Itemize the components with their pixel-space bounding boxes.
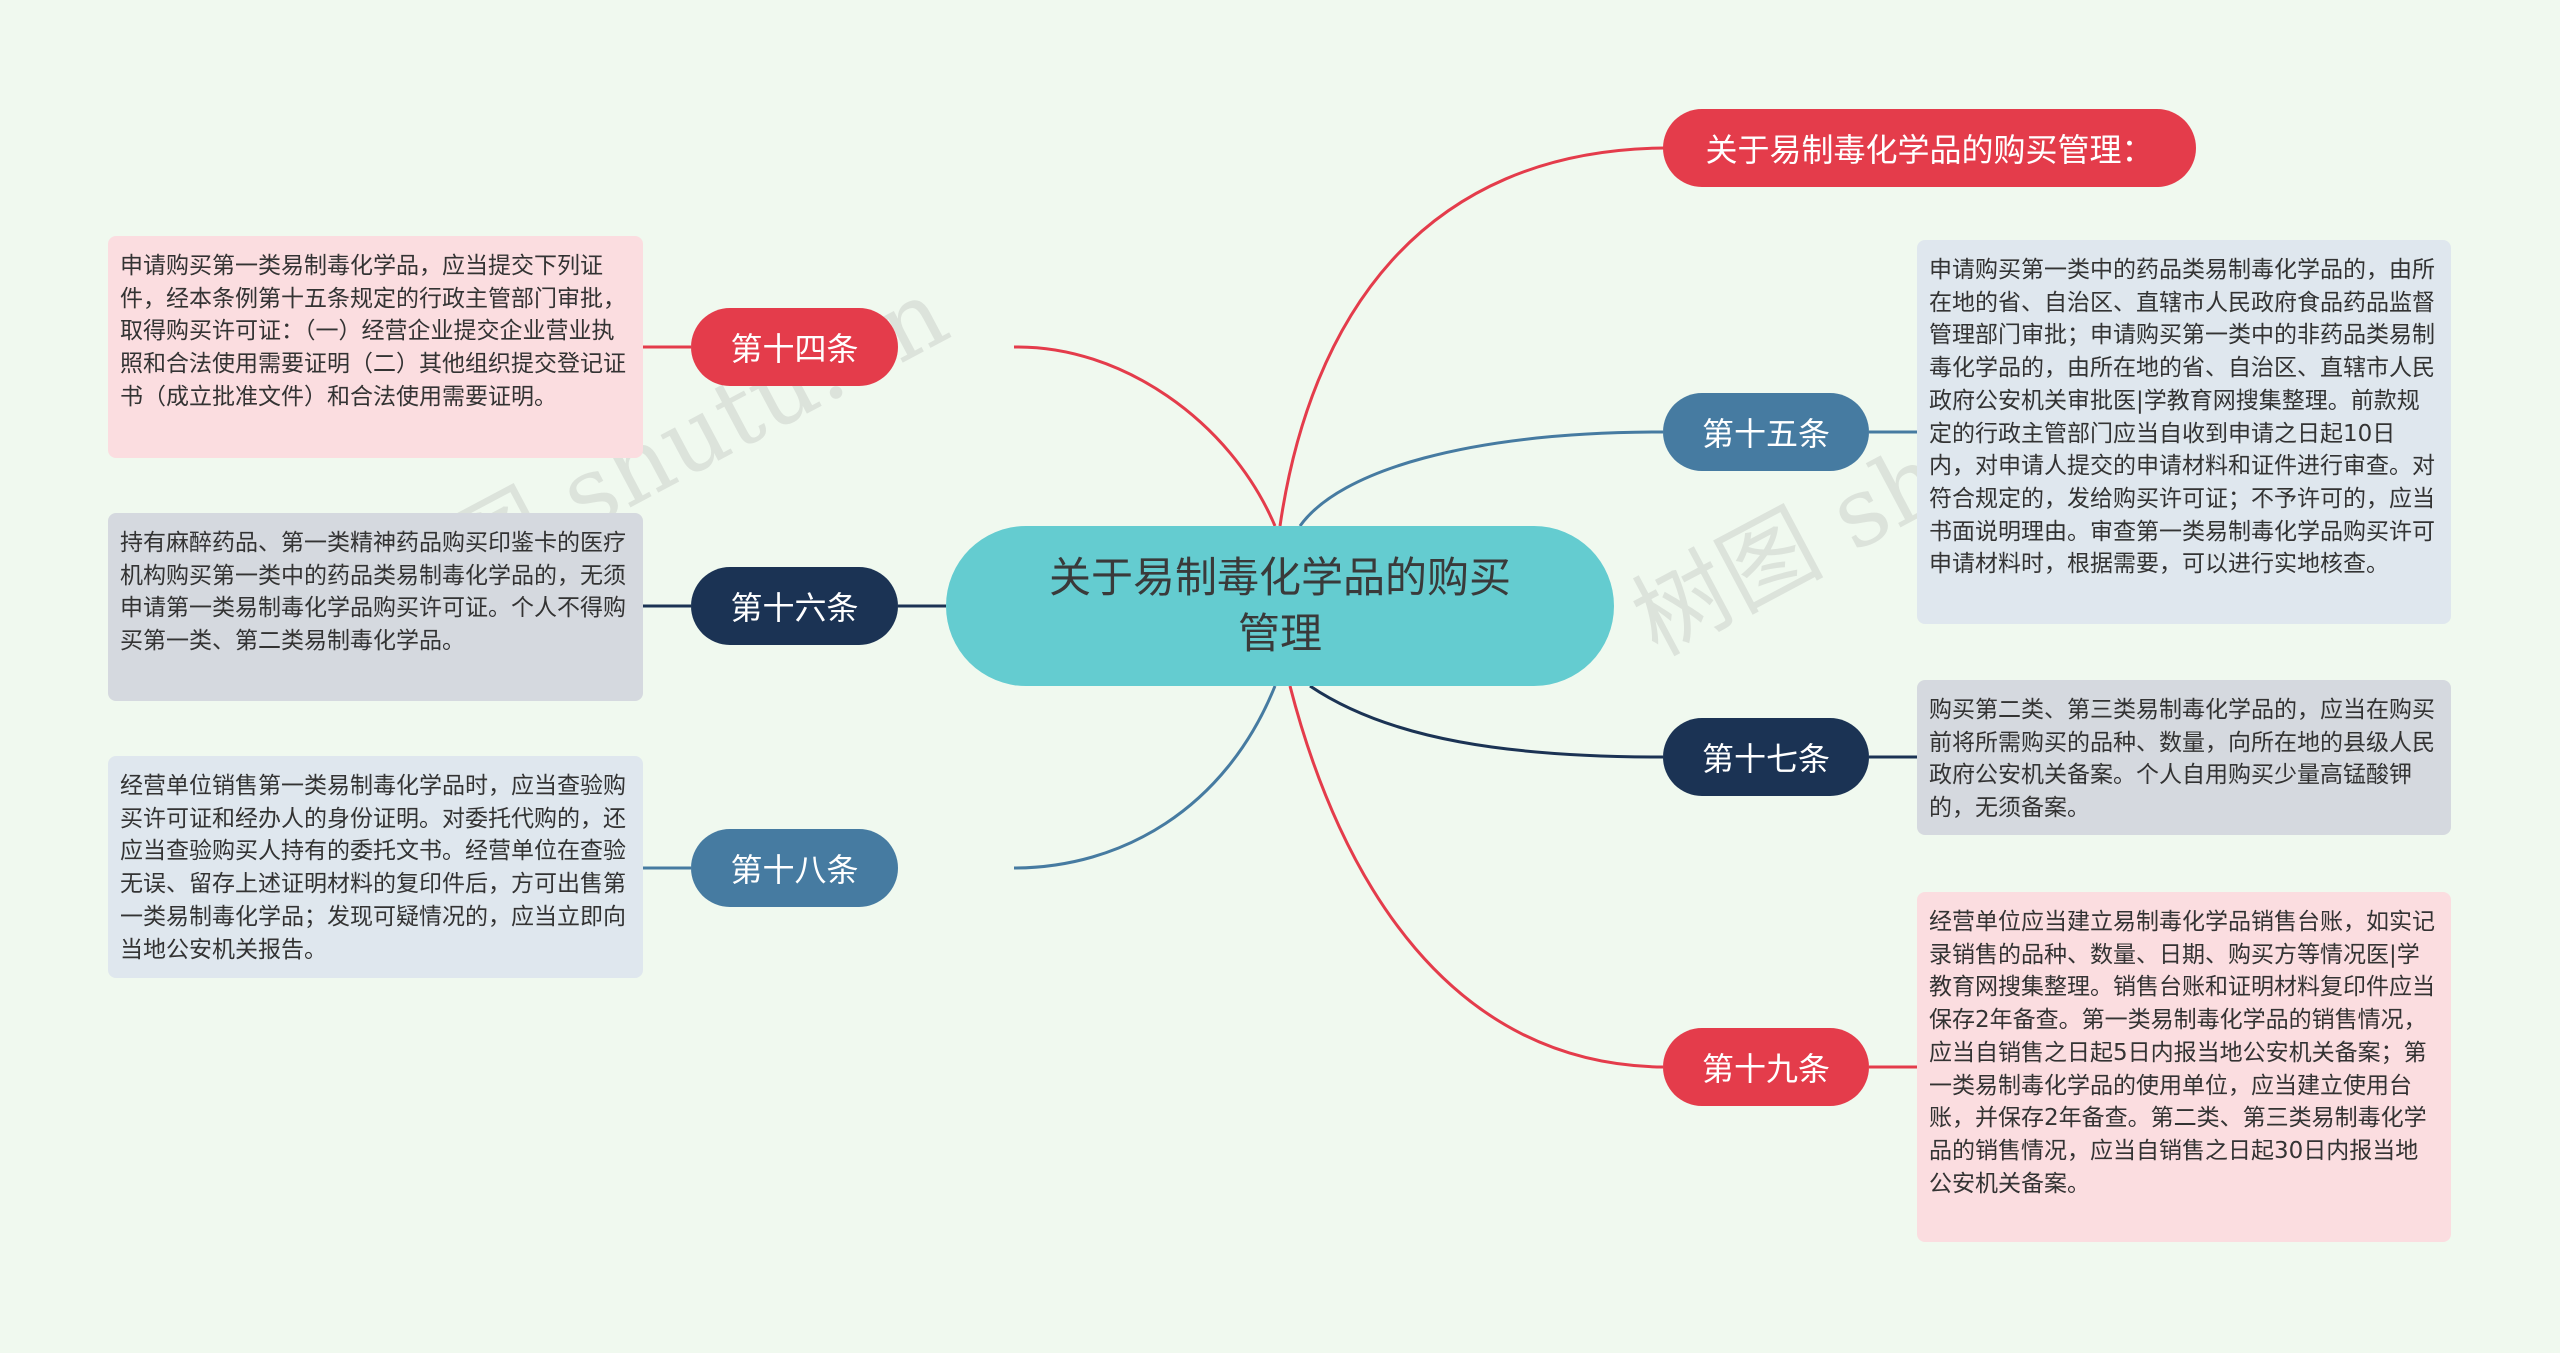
branch-article-18[interactable]: 第十八条 xyxy=(691,829,898,907)
note-article-17[interactable]: 购买第二类、第三类易制毒化学品的，应当在购买前将所需购买的品种、数量，向所在地的… xyxy=(1917,680,2451,835)
branch-header-label: 关于易制毒化学品的购买管理： xyxy=(1705,131,2154,169)
central-topic-label: 关于易制毒化学品的购买管理 xyxy=(1048,553,1511,658)
note-article-17-text: 购买第二类、第三类易制毒化学品的，应当在购买前将所需购买的品种、数量，向所在地的… xyxy=(1929,697,2435,822)
note-article-19-text: 经营单位应当建立易制毒化学品销售台账，如实记录销售的品种、数量、日期、购买方等情… xyxy=(1929,909,2435,1197)
note-article-15-text: 申请购买第一类中的药品类易制毒化学品的，由所在地的省、自治区、直辖市人民政府食品… xyxy=(1929,257,2435,578)
branch-article-19[interactable]: 第十九条 xyxy=(1663,1028,1869,1106)
note-article-15[interactable]: 申请购买第一类中的药品类易制毒化学品的，由所在地的省、自治区、直辖市人民政府食品… xyxy=(1917,240,2451,624)
branch-article-15[interactable]: 第十五条 xyxy=(1663,393,1869,471)
branch-article-17-label: 第十七条 xyxy=(1701,740,1830,778)
note-article-14[interactable]: 申请购买第一类易制毒化学品，应当提交下列证件，经本条例第十五条规定的行政主管部门… xyxy=(108,236,643,458)
edge-art19 xyxy=(1288,685,1664,1069)
branch-article-18-label: 第十八条 xyxy=(730,851,859,889)
note-article-16[interactable]: 持有麻醉药品、第一类精神药品购买印鉴卡的医疗机构购买第一类中的药品类易制毒化学品… xyxy=(108,513,643,701)
note-article-18-text: 经营单位销售第一类易制毒化学品时，应当查验购买许可证和经办人的身份证明。对委托代… xyxy=(120,773,626,963)
branch-article-14[interactable]: 第十四条 xyxy=(691,308,898,386)
branch-article-16-label: 第十六条 xyxy=(730,589,859,627)
note-article-16-text: 持有麻醉药品、第一类精神药品购买印鉴卡的医疗机构购买第一类中的药品类易制毒化学品… xyxy=(120,530,626,655)
edge-art15 xyxy=(1298,430,1664,527)
note-article-18[interactable]: 经营单位销售第一类易制毒化学品时，应当查验购买许可证和经办人的身份证明。对委托代… xyxy=(108,756,643,978)
branch-article-19-label: 第十九条 xyxy=(1701,1050,1830,1088)
note-article-19[interactable]: 经营单位应当建立易制毒化学品销售台账，如实记录销售的品种、数量、日期、购买方等情… xyxy=(1917,892,2451,1242)
branch-article-17[interactable]: 第十七条 xyxy=(1663,718,1869,796)
note-article-14-text: 申请购买第一类易制毒化学品，应当提交下列证件，经本条例第十五条规定的行政主管部门… xyxy=(120,253,626,410)
edge-art14 xyxy=(1013,345,1277,527)
edge-art17 xyxy=(1309,684,1664,759)
edge-art18 xyxy=(1013,685,1277,870)
central-topic[interactable]: 关于易制毒化学品的购买管理 xyxy=(946,526,1614,686)
branch-article-15-label: 第十五条 xyxy=(1701,415,1830,453)
branch-header[interactable]: 关于易制毒化学品的购买管理： xyxy=(1663,109,2196,187)
branch-article-16[interactable]: 第十六条 xyxy=(691,567,898,645)
branch-article-14-label: 第十四条 xyxy=(730,330,859,368)
edge-header xyxy=(1278,146,1666,527)
